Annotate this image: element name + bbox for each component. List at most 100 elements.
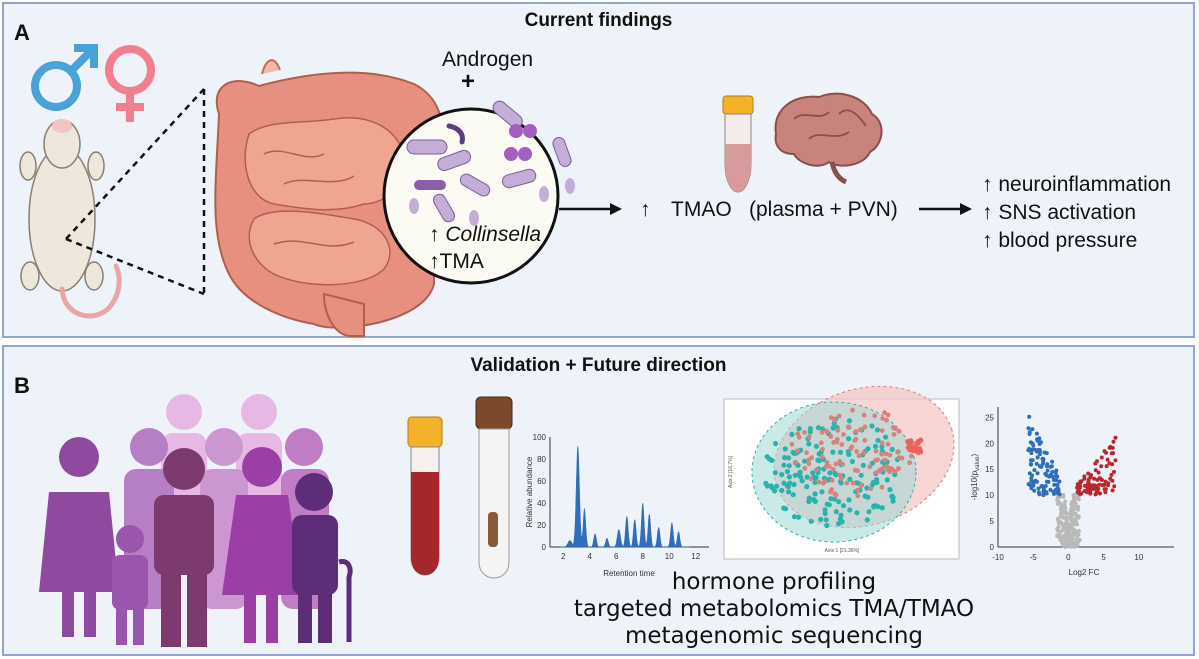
pca-point	[896, 466, 901, 471]
volcano-point	[1044, 464, 1049, 469]
pca-point	[828, 415, 834, 420]
volcano-ylabel: -log10(pvalue)	[970, 453, 981, 500]
pca-point	[858, 472, 864, 478]
pca-point	[862, 493, 868, 499]
volcano-ytick: 20	[985, 439, 994, 448]
volcano-point	[1029, 451, 1034, 456]
volcano-point	[1026, 482, 1031, 487]
volcano-point	[1113, 435, 1118, 440]
pca-point	[811, 497, 817, 503]
pca-point	[787, 480, 793, 486]
pca-point	[772, 470, 778, 476]
volcano-point	[1096, 470, 1101, 475]
pca-point	[802, 458, 808, 464]
volcano-point	[1052, 482, 1057, 487]
arrow-circle-to-tmao	[559, 203, 622, 215]
chromatogram-ytick: 100	[533, 433, 547, 442]
volcano-point	[1098, 491, 1102, 496]
pca-point	[879, 440, 885, 446]
pca-point	[786, 474, 793, 480]
chromatogram-xtick: 10	[665, 552, 674, 561]
volcano-point	[1065, 533, 1070, 538]
volcano-point	[1075, 533, 1080, 538]
pca-point	[841, 432, 846, 437]
pca-point	[795, 448, 800, 454]
pca-point	[913, 448, 919, 454]
chromatogram-xtick: 8	[641, 552, 646, 561]
panel-validation-future: B Validation + Future direction	[2, 345, 1195, 656]
volcano-point	[1112, 484, 1117, 489]
volcano-point	[1104, 464, 1109, 469]
volcano-point	[1046, 479, 1051, 484]
pca-point	[905, 439, 912, 446]
pca-point	[861, 412, 867, 418]
volcano-point	[1054, 487, 1058, 492]
volcano-point	[1036, 486, 1041, 491]
pca-point	[839, 442, 845, 447]
pca-point	[849, 458, 856, 465]
tmao-site-label: (plasma + PVN)	[749, 198, 898, 221]
pca-point	[869, 460, 875, 466]
tube-icon	[722, 95, 754, 193]
pca-point	[854, 449, 860, 454]
volcano-point	[1032, 488, 1037, 493]
pca-point	[819, 489, 825, 495]
panel-b-title: Validation + Future direction	[470, 355, 727, 376]
chromatogram-xtick: 4	[588, 552, 593, 561]
pca-point	[796, 434, 802, 440]
chromatogram-ytick: 20	[537, 521, 546, 530]
pca-point	[891, 432, 897, 437]
pca-point	[789, 441, 795, 447]
rat-icon	[19, 119, 122, 319]
pca-point	[820, 446, 825, 452]
volcano-point	[1027, 432, 1032, 436]
pca-point	[782, 455, 788, 461]
pca-point	[866, 509, 872, 515]
pca-point	[846, 436, 852, 442]
volcano-point	[1032, 468, 1037, 473]
pca-point	[908, 453, 914, 459]
pca-point	[872, 413, 878, 419]
volcano-point	[1043, 484, 1048, 488]
volcano-point	[1086, 481, 1091, 486]
arrow-tmao-to-outcomes	[919, 203, 972, 215]
volcano-point	[1044, 472, 1049, 477]
pca-point	[822, 510, 828, 517]
pca-point	[895, 449, 900, 455]
volcano-point	[1038, 449, 1042, 454]
volcano-point	[1092, 476, 1097, 481]
volcano-point	[1075, 541, 1080, 546]
pca-point	[899, 455, 905, 461]
pca-point	[813, 467, 819, 473]
volcano-point	[1076, 507, 1080, 512]
pca-point	[896, 428, 902, 434]
volcano-point	[1070, 536, 1075, 541]
pca-point	[846, 497, 852, 503]
volcano-point	[1049, 464, 1054, 469]
volcano-point	[1037, 442, 1042, 446]
pca-point	[804, 450, 809, 456]
method-targeted-metabolomics: targeted metabolomics TMA/TMAO	[573, 596, 975, 622]
pca-point	[867, 464, 873, 470]
volcano-point	[1112, 469, 1116, 474]
pca-point	[806, 434, 812, 440]
volcano-point	[1055, 516, 1060, 521]
pca-point	[840, 503, 847, 509]
volcano-point	[1066, 528, 1071, 533]
volcano-point	[1037, 492, 1042, 497]
volcano-point	[1028, 462, 1033, 467]
pca-point	[879, 484, 885, 490]
intestine-icon	[214, 59, 444, 337]
pca-point	[870, 479, 877, 485]
pca-point	[802, 430, 807, 435]
pca-point	[884, 477, 890, 483]
blood-tube-icon	[407, 416, 443, 576]
pca-plot: Axis 1 [21.36%] Axis 2 [16.7%]	[723, 385, 960, 560]
volcano-point	[1070, 522, 1075, 527]
pca-point	[808, 518, 814, 524]
pca-point	[829, 478, 835, 483]
volcano-point	[1054, 468, 1059, 473]
volcano-point	[1026, 448, 1031, 453]
pca-point	[837, 472, 842, 478]
